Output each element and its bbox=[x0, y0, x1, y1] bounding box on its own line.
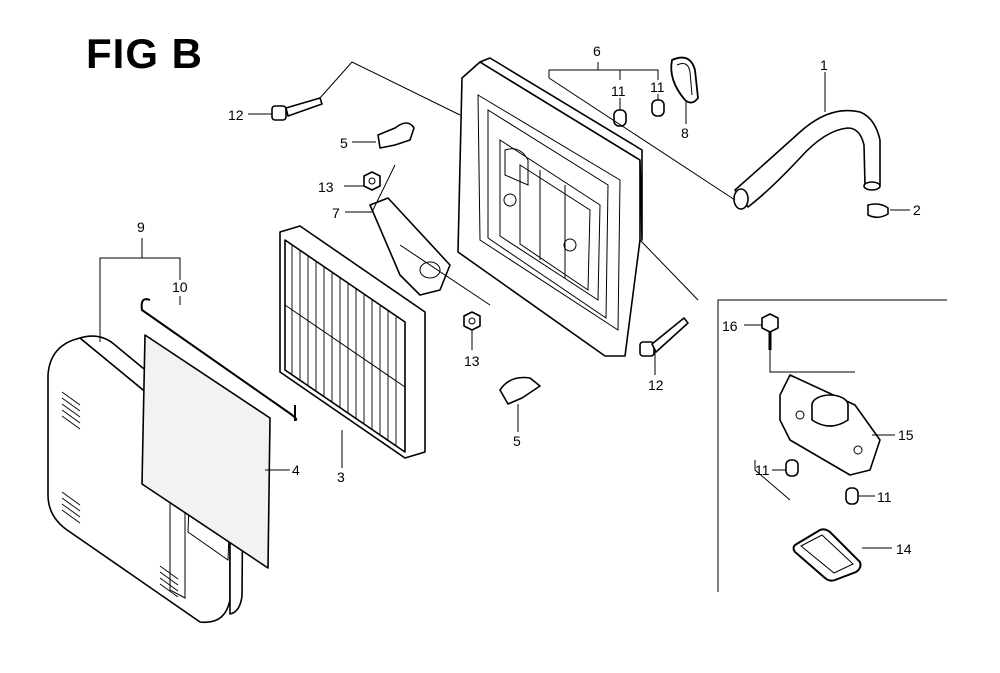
wire-clip bbox=[140, 298, 298, 422]
cover-vent-top bbox=[61, 391, 81, 430]
bracket-hole bbox=[419, 261, 441, 279]
callout-11-inset-right: 11 bbox=[877, 489, 892, 505]
collar-top-right bbox=[651, 99, 665, 117]
bolt-right bbox=[639, 317, 689, 357]
callout-7: 7 bbox=[332, 205, 340, 221]
breather-tube-end bbox=[733, 188, 749, 210]
breather-tube bbox=[734, 109, 881, 208]
mounting-bracket bbox=[369, 197, 451, 296]
breather-tube-end-top bbox=[863, 181, 881, 191]
callout-2: 2 bbox=[913, 202, 921, 218]
clip-upper bbox=[377, 122, 415, 149]
nut-upper bbox=[363, 171, 381, 191]
air-cleaner-case bbox=[457, 57, 643, 357]
breather-chamber bbox=[779, 374, 881, 476]
callout-labels: 1 2 3 4 5 5 6 7 8 9 10 11 11 11 11 12 12… bbox=[137, 43, 921, 557]
cover-vent-low bbox=[61, 491, 81, 524]
callout-5-lower: 5 bbox=[513, 433, 521, 449]
callout-15: 15 bbox=[898, 427, 914, 443]
leader-lines bbox=[99, 61, 910, 549]
callout-12-lower: 12 bbox=[648, 377, 664, 393]
collar-inset-right bbox=[845, 487, 859, 505]
callout-3: 3 bbox=[337, 469, 345, 485]
callout-13-lower: 13 bbox=[464, 353, 480, 369]
collar-top-left bbox=[613, 109, 627, 127]
callout-9: 9 bbox=[137, 219, 145, 235]
callout-16: 16 bbox=[722, 318, 738, 334]
callout-14: 14 bbox=[896, 541, 912, 557]
callout-4: 4 bbox=[292, 462, 300, 478]
inset-border bbox=[717, 299, 947, 592]
callout-10: 10 bbox=[172, 279, 188, 295]
nut-lower bbox=[463, 311, 481, 331]
figure-title: FIG B bbox=[86, 30, 203, 77]
callout-11-top-left: 11 bbox=[611, 83, 626, 99]
tube-clip bbox=[867, 203, 889, 219]
paper-filter-element bbox=[279, 225, 426, 459]
bolt-upper-left bbox=[271, 97, 323, 121]
callout-5-upper: 5 bbox=[340, 135, 348, 151]
callout-1: 1 bbox=[820, 57, 828, 73]
bolt-16 bbox=[761, 313, 779, 350]
callout-8: 8 bbox=[681, 125, 689, 141]
foam-element bbox=[141, 334, 271, 569]
callout-12-upper: 12 bbox=[228, 107, 244, 123]
gasket-ring bbox=[670, 56, 699, 104]
collar-inset-left bbox=[785, 459, 799, 477]
clip-lower bbox=[499, 376, 541, 405]
gasket-14 bbox=[792, 528, 862, 582]
cover-vent-bottom bbox=[159, 565, 179, 598]
callout-11-top-right: 11 bbox=[650, 79, 665, 95]
callout-6: 6 bbox=[593, 43, 601, 59]
callout-11-inset-left: 11 bbox=[755, 462, 770, 478]
callout-13-upper: 13 bbox=[318, 179, 334, 195]
